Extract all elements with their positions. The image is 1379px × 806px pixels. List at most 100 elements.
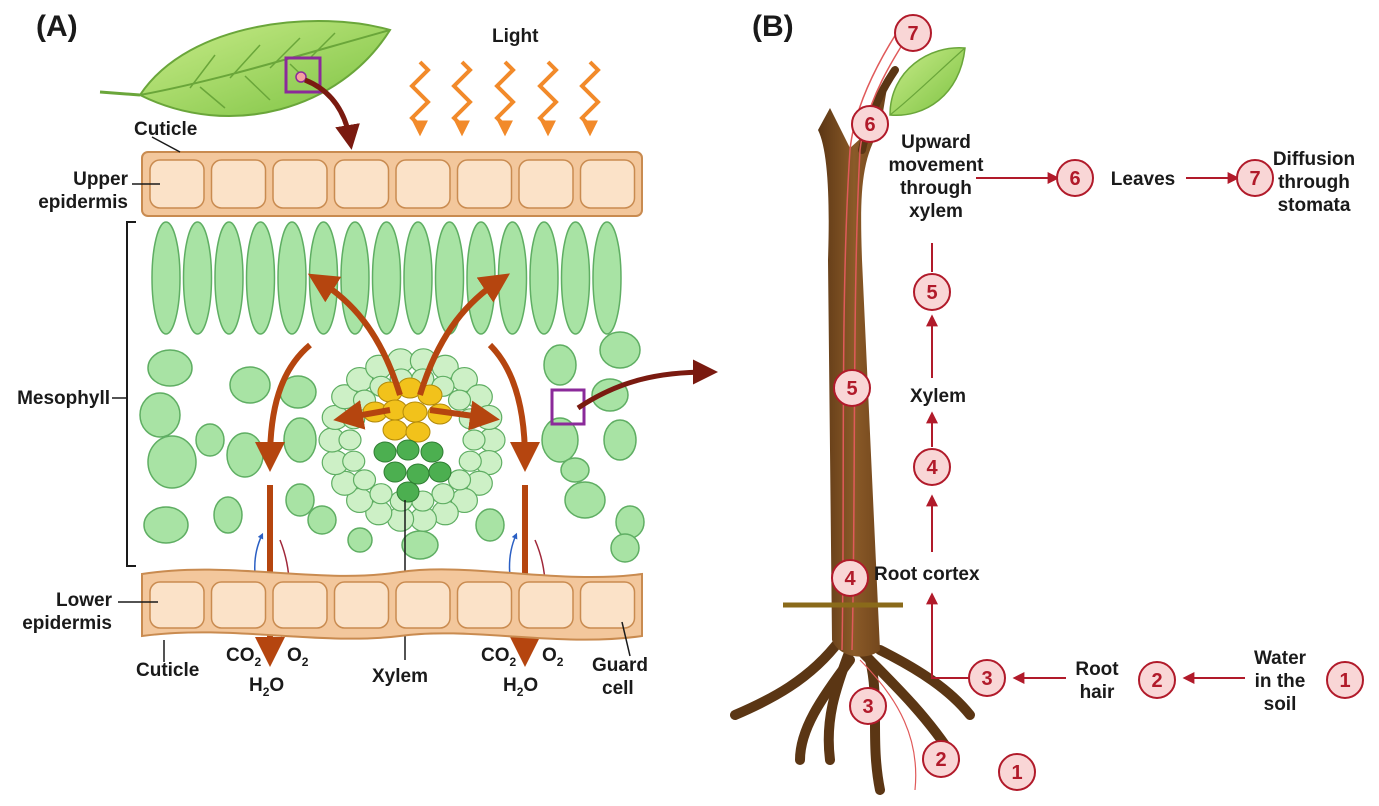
- step-number-n2: 2: [1138, 661, 1176, 699]
- light-ray-icon: [494, 60, 516, 137]
- svg-text:2: 2: [1151, 670, 1162, 692]
- spongy-cell: [599, 331, 641, 369]
- bundle-sheath-cell: [352, 469, 377, 491]
- spongy-cell: [564, 481, 606, 519]
- epidermis-cell: [456, 159, 513, 209]
- guard-cell-label-2: cell: [602, 678, 634, 699]
- palisade-cell: [403, 221, 433, 335]
- plant-illustration: [730, 19, 975, 795]
- phloem-cell: [402, 401, 428, 423]
- spongy-cell: [543, 344, 577, 386]
- spongy-cell: [401, 530, 439, 560]
- svg-text:7: 7: [907, 23, 918, 45]
- pathway-arrows: [926, 172, 1245, 684]
- spongy-cell: [195, 423, 225, 457]
- step-number-n4: 4: [913, 448, 951, 486]
- step-number-n4: 4: [831, 559, 869, 597]
- step-number-n2: 2: [922, 740, 960, 778]
- spongy-cell: [307, 505, 337, 535]
- spongy-mesophyll: [139, 331, 645, 563]
- step-number-n1: 1: [1326, 661, 1364, 699]
- svg-text:3: 3: [981, 668, 992, 690]
- svg-text:5: 5: [926, 282, 937, 304]
- bundle-sheath-cell: [447, 389, 472, 411]
- upward-label-2: movement: [888, 155, 984, 176]
- step-number-n7: 7: [1236, 159, 1274, 197]
- xylem-cell: [396, 439, 420, 461]
- phloem-cell: [405, 421, 431, 443]
- svg-text:H2O: H2O: [249, 675, 284, 699]
- xylem-cell: [396, 481, 420, 503]
- step-number-n5: 5: [833, 369, 871, 407]
- xylem-cell: [383, 461, 407, 483]
- palisade-cell: [529, 221, 559, 335]
- svg-text:6: 6: [1069, 168, 1080, 190]
- svg-text:H2O: H2O: [503, 675, 538, 699]
- bundle-sheath-cell: [458, 450, 482, 472]
- diffusion-label-2: through: [1278, 172, 1350, 193]
- palisade-cell: [497, 221, 528, 335]
- leader-lines: [118, 136, 631, 662]
- zoom-box: [550, 359, 718, 426]
- root-hair-label-2: hair: [1080, 682, 1115, 703]
- leaves-label: Leaves: [1111, 169, 1175, 190]
- spongy-cell: [139, 392, 181, 438]
- xylem-cell: [373, 441, 397, 463]
- epidermis-cell: [579, 581, 636, 629]
- svg-text:1: 1: [1011, 762, 1022, 784]
- palisade-cell: [151, 221, 181, 335]
- epidermis-cell: [518, 581, 574, 629]
- palisade-cell: [182, 221, 213, 335]
- light-label: Light: [492, 26, 539, 47]
- light-ray-icon: [409, 60, 431, 137]
- upward-label-3: through: [900, 178, 972, 199]
- upper-epidermis: [141, 151, 643, 217]
- lower-epidermis-label-1: Lower: [56, 590, 113, 611]
- panel-b: (B): [730, 10, 1364, 795]
- diffusion-label-1: Diffusion: [1273, 149, 1355, 170]
- leaf-icon: [99, 20, 392, 150]
- cuticle-bottom-label: Cuticle: [136, 660, 199, 681]
- water-soil-label-3: soil: [1264, 694, 1297, 715]
- step-number-n7: 7: [894, 14, 932, 52]
- panel-b-title: (B): [752, 10, 794, 43]
- epidermis-cell: [395, 159, 451, 209]
- water-flow-arrows: [255, 273, 540, 667]
- palisade-cell: [308, 221, 339, 335]
- epidermis-cell: [210, 581, 267, 629]
- light-arrows: [409, 60, 601, 137]
- step-number-n6: 6: [851, 105, 889, 143]
- svg-text:4: 4: [926, 457, 938, 479]
- bundle-sheath-cell: [338, 429, 362, 451]
- xylem-cell: [406, 463, 430, 485]
- epidermis-cell: [395, 581, 451, 629]
- upper-epidermis-label-2: epidermis: [38, 192, 128, 213]
- palisade-cell: [214, 221, 244, 335]
- phloem-cell: [382, 419, 408, 441]
- root-cortex-label: Root cortex: [874, 564, 980, 585]
- palisade-cell: [340, 221, 370, 335]
- svg-text:2: 2: [935, 749, 946, 771]
- epidermis-cell: [456, 581, 513, 629]
- epidermis-cell: [272, 581, 328, 629]
- water-soil-label-1: Water: [1254, 648, 1307, 669]
- step-number-n3: 3: [849, 687, 887, 725]
- palisade-cell: [466, 221, 496, 335]
- root-hair-label-1: Root: [1075, 659, 1119, 680]
- spongy-cell: [283, 417, 317, 463]
- spongy-cell: [475, 508, 505, 542]
- svg-text:5: 5: [846, 378, 857, 400]
- bundle-sheath-cell: [342, 450, 366, 472]
- epidermis-cell: [579, 159, 636, 209]
- xylem-cell: [420, 441, 444, 463]
- xylem-cell: [428, 461, 452, 483]
- gas-labels-left: CO2 O2 H2O: [226, 645, 309, 699]
- svg-text:CO2: CO2: [481, 645, 517, 669]
- water-soil-label-2: in the: [1255, 671, 1306, 692]
- xylem-step-label: Xylem: [910, 386, 966, 407]
- epidermis-cell: [518, 159, 574, 209]
- epidermis-cell: [333, 159, 390, 209]
- svg-text:7: 7: [1249, 168, 1260, 190]
- bundle-sheath-cell: [462, 429, 486, 451]
- spongy-cell: [213, 496, 243, 534]
